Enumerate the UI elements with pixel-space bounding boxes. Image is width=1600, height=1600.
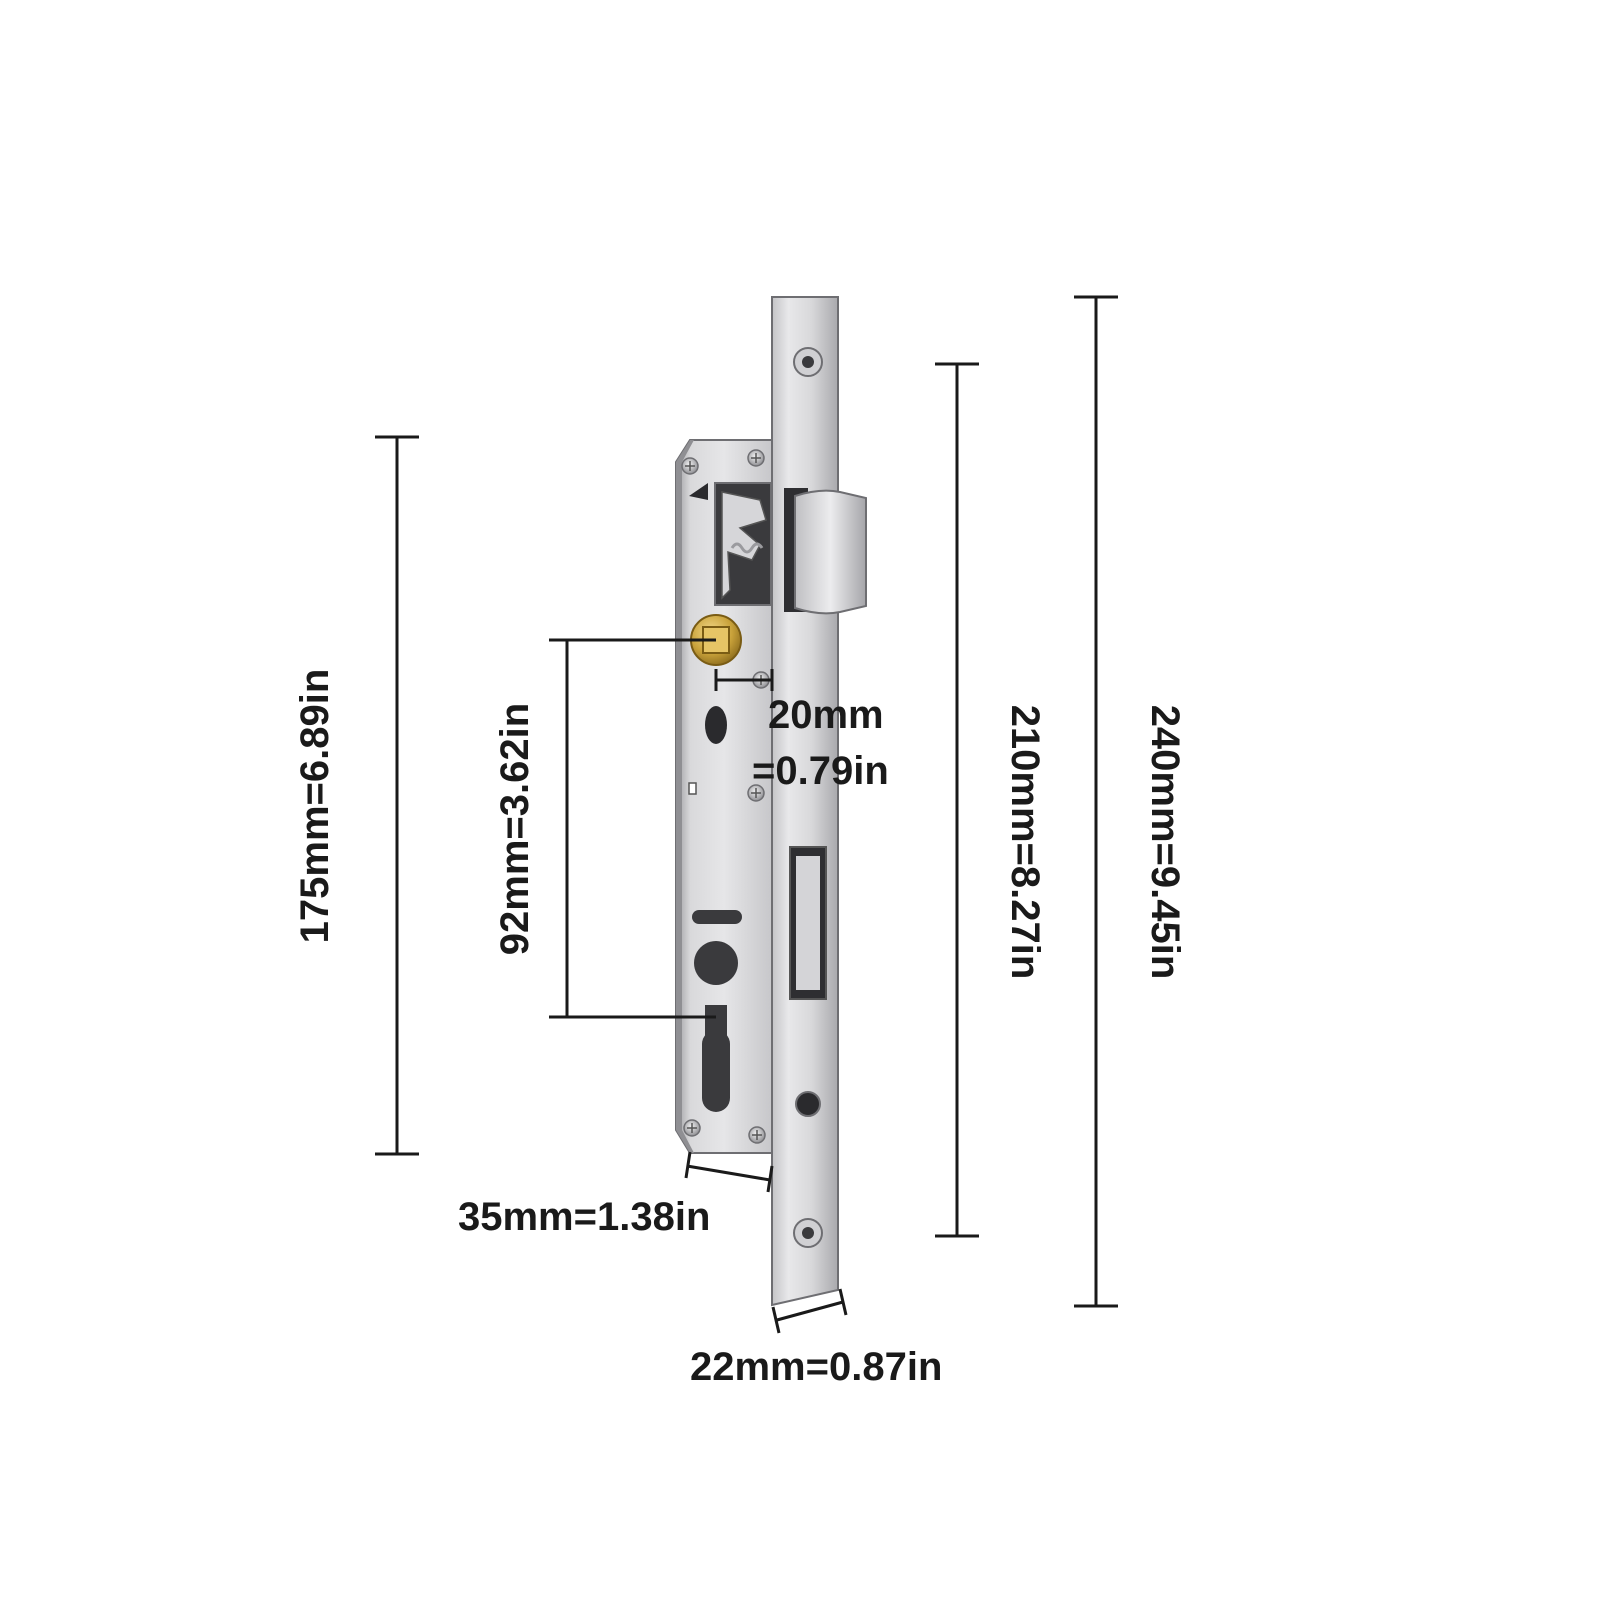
dim-tick-35-right: [766, 1165, 774, 1193]
dimension-lines: [375, 295, 1118, 1334]
case-screw-top-left: [681, 457, 699, 475]
faceplate-screw-hole-top: [793, 347, 823, 377]
lock-case-edge: [676, 440, 694, 1153]
label-handle-to-cylinder: 92mm=3.62in: [493, 703, 537, 955]
triangle-mark: [689, 483, 708, 500]
small-slot: [688, 782, 697, 795]
latch-spring: [730, 542, 764, 554]
horizontal-slot: [692, 910, 742, 924]
faceplate-plate: [771, 296, 839, 1307]
dim-tick-35-left: [684, 1151, 692, 1179]
dim-line-35: [686, 1164, 771, 1182]
case-screw-top-right: [747, 449, 765, 467]
dim-line-22: [776, 1300, 844, 1322]
faceplate: [771, 296, 839, 1307]
label-spindle-offset-line1: 20mm: [768, 693, 884, 737]
label-body-height: 175mm=6.89in: [293, 669, 337, 944]
case-screw-bottom-right: [748, 1126, 766, 1144]
faceplate-screw-hole-bottom: [793, 1218, 823, 1248]
latch-bolt: [784, 488, 867, 615]
oval-hole: [705, 706, 727, 744]
label-faceplate-width: 22mm=0.87in: [690, 1345, 942, 1389]
case-screw-mid-2: [747, 784, 765, 802]
cylinder-hole-lower: [702, 1030, 730, 1112]
dim-tick-22-right: [838, 1288, 848, 1316]
cylinder-hole: [694, 940, 739, 985]
latch-bolt-head: [794, 489, 867, 615]
label-spindle-offset-line2: =0.79in: [752, 749, 889, 793]
lock-body: [675, 439, 773, 1154]
latch-mechanism: [721, 491, 767, 600]
label-backset: 35mm=1.38in: [458, 1195, 710, 1239]
label-faceplate-screw-spacing: 210mm=8.27in: [1003, 705, 1047, 980]
dim-tick-22-left: [771, 1306, 781, 1334]
cylinder-hole-neck: [705, 1005, 727, 1040]
faceplate-round-hole: [795, 1091, 821, 1117]
label-overall-height: 240mm=9.45in: [1143, 705, 1187, 980]
case-screw-bottom-left: [683, 1119, 701, 1137]
deadbolt-face: [796, 856, 820, 990]
